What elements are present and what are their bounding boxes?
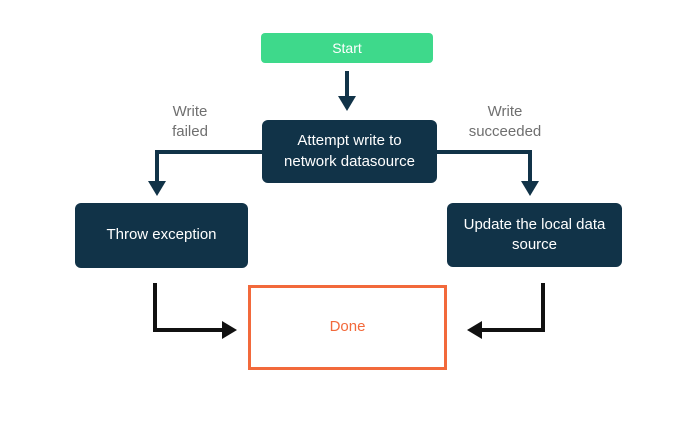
arrow-attempt-to-throw — [148, 150, 262, 196]
node-start-label: Start — [332, 39, 362, 56]
edge-label-failed-line2: failed — [172, 123, 208, 141]
node-done-label: Done — [329, 318, 366, 336]
node-update-local-data: Update the local data source — [447, 203, 622, 267]
edge-label-succeeded-line2: succeeded — [468, 123, 542, 141]
edge-label-write-succeeded: Write succeeded — [445, 102, 565, 143]
node-throw-label: Throw exception — [106, 226, 217, 244]
arrow-attempt-to-update — [437, 150, 539, 196]
node-update-line2: source — [511, 236, 558, 253]
node-attempt-line2: network datasource — [284, 152, 415, 170]
arrow-update-to-done — [467, 283, 545, 339]
edge-label-write-failed: Write failed — [130, 102, 250, 143]
edge-label-failed-line1: Write — [172, 103, 208, 120]
arrow-start-to-attempt — [338, 71, 356, 111]
node-update-line1: Update the local data — [463, 215, 606, 233]
node-done: Done — [248, 285, 447, 370]
edge-label-succeeded-line1: Write — [487, 103, 523, 120]
node-start: Start — [261, 33, 433, 63]
arrow-throw-to-done — [153, 283, 237, 339]
node-throw-exception: Throw exception — [75, 203, 248, 268]
node-attempt-line1: Attempt write to — [297, 132, 402, 150]
node-attempt-write: Attempt write to network datasource — [262, 120, 437, 183]
